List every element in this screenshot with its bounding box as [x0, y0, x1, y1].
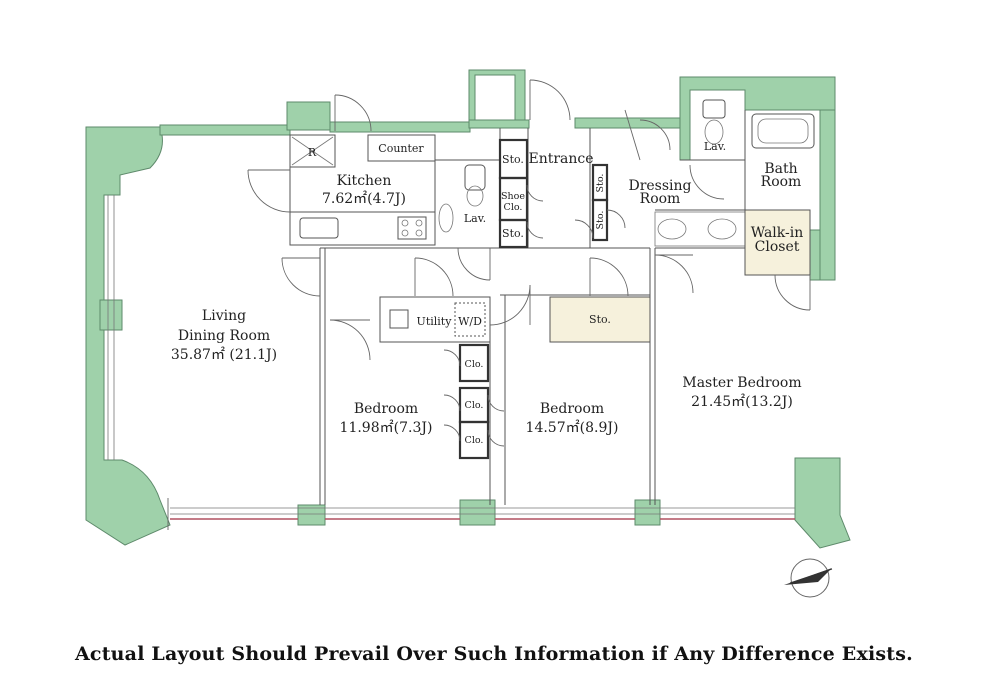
wd-label: W/D [458, 315, 482, 328]
walkin-line2: Closet [755, 239, 800, 255]
bedroom-mid-name: Bedroom [540, 401, 604, 417]
room-labels: Living Dining Room 35.87㎡ (21.1J) R Coun… [171, 140, 803, 446]
sto-mid-label: Sto. [589, 313, 611, 326]
fridge-label: R [308, 146, 317, 159]
entrance-label: Entrance [528, 151, 593, 167]
lav-right-label: Lav. [704, 140, 726, 153]
bath-line2: Room [761, 174, 802, 190]
lav-left-label: Lav. [464, 212, 486, 225]
structural-walls [85, 69, 851, 549]
lav-left-fixtures [438, 164, 486, 233]
living-name-line1: Living [202, 308, 246, 324]
sto-vert1-label: Sto. [595, 174, 606, 193]
doors [167, 79, 811, 530]
kitchen-name: Kitchen [337, 173, 392, 189]
walkin-line1: Walk-in [751, 225, 803, 241]
sto-entrance2-label: Sto. [502, 227, 524, 240]
kitchen-area: 7.62㎡(4.7J) [322, 191, 406, 207]
living-area: 35.87㎡ (21.1J) [171, 347, 277, 363]
bath-line1: Bath [764, 161, 797, 177]
north-arrow-icon [784, 558, 833, 598]
sto-entrance-label: Sto. [502, 153, 524, 166]
clo2-label: Clo. [465, 400, 484, 411]
utility-label: Utility [417, 315, 453, 328]
windows [107, 195, 795, 520]
storage-blocks [379, 209, 811, 343]
dressing-line2: Room [640, 191, 681, 207]
kitchen-fixtures [289, 134, 436, 246]
bedroom-left-name: Bedroom [354, 401, 418, 417]
clo1-label: Clo. [465, 359, 484, 370]
disclaimer-footer: Actual Layout Should Prevail Over Such I… [74, 643, 913, 665]
master-bedroom-area: 21.45㎡(13.2J) [691, 394, 793, 410]
living-name-line2: Dining Room [178, 328, 270, 344]
shoe-label-line2: Clo. [504, 202, 523, 213]
master-bedroom-name: Master Bedroom [682, 375, 801, 391]
dressing-line1: Dressing [628, 178, 691, 194]
counter-label: Counter [378, 142, 424, 155]
bedroom-left-area: 11.98㎡(7.3J) [340, 420, 433, 436]
sto-vert2-label: Sto. [595, 211, 606, 230]
bedroom-mid-area: 14.57㎡(8.9J) [526, 420, 619, 436]
clo3-label: Clo. [465, 435, 484, 446]
shoe-label-line1: Shoe [501, 191, 525, 202]
